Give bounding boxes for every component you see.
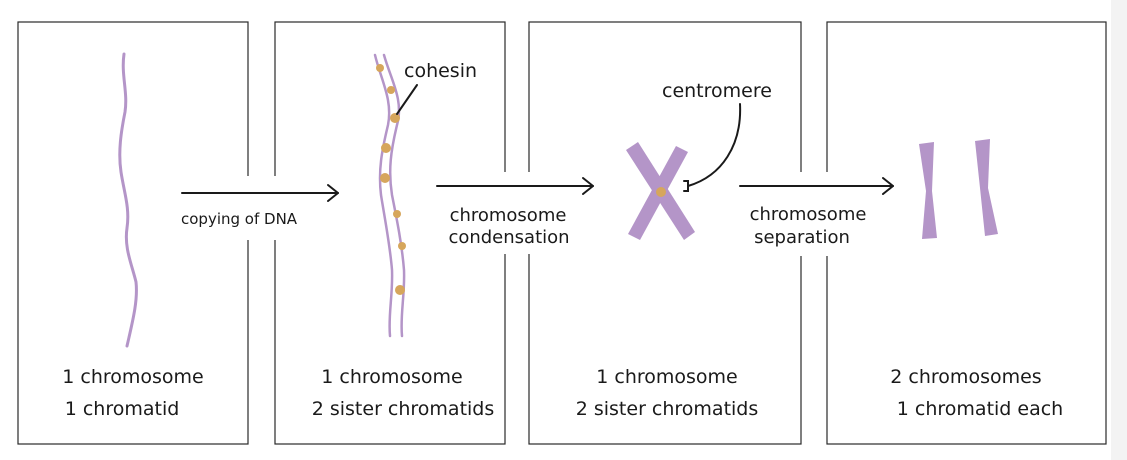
arrow-1-backdrop <box>174 176 332 240</box>
panel-1-caption-line2: 1 chromatid <box>65 398 180 420</box>
arrow-2-label-line1: chromosome <box>450 205 567 226</box>
arrow-3-label-line2: separation <box>754 227 850 248</box>
panel-4-caption-line2: 1 chromatid each <box>897 398 1063 420</box>
cohesin-bead <box>390 113 400 123</box>
arrow-3-label-line1: chromosome <box>750 204 867 225</box>
panel-2-caption-line2: 2 sister chromatids <box>312 398 495 420</box>
arrow-3-head <box>882 177 894 195</box>
separated-chromosome-left <box>919 142 937 239</box>
scrollbar-track[interactable] <box>1111 0 1127 460</box>
separated-chromosome-right <box>975 139 998 236</box>
cohesin-label: cohesin <box>404 60 477 82</box>
panel-4-caption-line1: 2 chromosomes <box>890 366 1041 388</box>
panel-2-caption-line1: 1 chromosome <box>321 366 463 388</box>
arrow-chromosome-condensation: chromosome condensation <box>430 172 594 254</box>
cohesin-leader-line <box>396 84 418 115</box>
cohesin-bead <box>395 285 405 295</box>
sister-chromatid-left <box>373 53 394 338</box>
cohesin-bead <box>398 242 406 250</box>
cohesin-bead <box>387 86 395 94</box>
cohesin-bead <box>393 210 401 218</box>
arrow-chromosome-separation: chromosome separation <box>734 172 894 256</box>
arrow-2-head <box>582 177 594 195</box>
single-chromatid <box>118 52 138 348</box>
cohesin-bead <box>376 64 384 72</box>
arrow-copying-of-dna: copying of DNA <box>174 176 339 240</box>
panel-3-caption-line2: 2 sister chromatids <box>576 398 759 420</box>
cohesin-beads <box>376 64 406 295</box>
panel-3-caption-line1: 1 chromosome <box>596 366 738 388</box>
panel-1-caption-line1: 1 chromosome <box>62 366 204 388</box>
arrow-1-head <box>327 184 339 202</box>
arrow-2-label-line2: condensation <box>448 227 569 248</box>
centromere-label: centromere <box>662 80 772 102</box>
arrow-1-label: copying of DNA <box>181 210 298 228</box>
centromere-leader-line <box>687 103 742 187</box>
cohesin-bead <box>380 173 390 183</box>
centromere-cohesin <box>656 187 666 197</box>
cohesin-bead <box>381 143 391 153</box>
